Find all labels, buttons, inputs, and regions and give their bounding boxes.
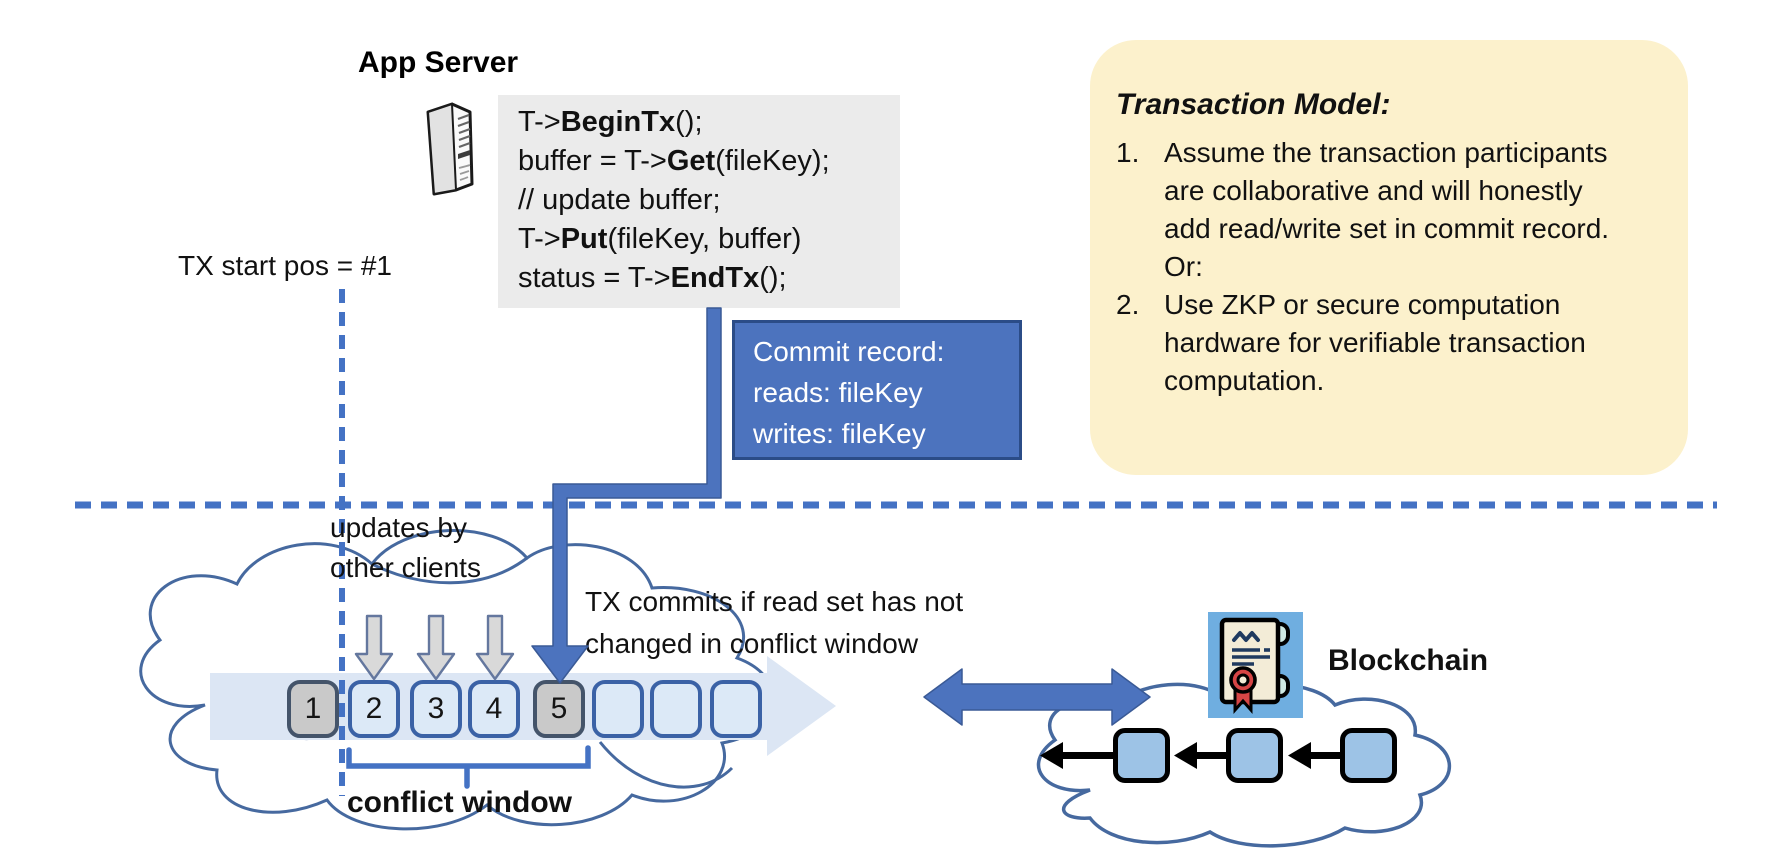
blockchain-block [1340,728,1397,783]
timeline-block: 2 [348,680,400,738]
code-line: T->BeginTx(); [518,106,703,138]
code-line: buffer = T->Get(fileKey); [518,145,830,177]
timeline-block: 5 [533,680,585,738]
timeline-block [650,680,702,738]
conflict-window-label: conflict window [347,786,572,819]
code-line: status = T->EndTx(); [518,262,787,294]
timeline-block: 3 [410,680,462,738]
chain-link-arrows [1040,742,1342,769]
blockchain-block [1113,728,1170,783]
certificate-scroll-icon [1208,612,1303,718]
timeline-block: 1 [287,680,339,738]
code-line: // update buffer; [518,184,721,216]
tx-commits-label: TX commits if read set has not changed i… [585,586,964,659]
timeline-block [592,680,644,738]
app-server-title: App Server [358,46,519,79]
commit-record-box: Commit record: reads: fileKey writes: fi… [732,320,1022,460]
conflict-window-bracket [346,745,591,789]
blockchain-label: Blockchain [1328,644,1489,677]
updates-by-other-clients-label: updates by other clients [330,512,481,583]
blockchain-block [1226,728,1283,783]
commit-record-line: writes: fileKey [753,418,926,449]
tx-start-pos-label: TX start pos = #1 [178,250,392,281]
timeline-block [710,680,762,738]
server-tower-icon [410,96,488,200]
transaction-model-item: 2.Use ZKP or secure computation hardware… [1116,289,1586,396]
timeline-block: 4 [468,680,520,738]
commit-record-line: Commit record: [753,336,945,367]
sync-double-arrow [923,668,1151,726]
transaction-code-box: T->BeginTx(); buffer = T->Get(fileKey); //… [498,95,900,308]
transaction-model-title: Transaction Model: [1116,88,1391,121]
code-line: T->Put(fileKey, buffer) [518,223,802,255]
commit-record-line: reads: fileKey [753,377,923,408]
transaction-model-note: Transaction Model: 1.Assume the transact… [1090,40,1688,475]
update-arrows-icon [354,614,515,681]
transaction-model-item: 1.Assume the transaction participants ar… [1116,137,1610,282]
